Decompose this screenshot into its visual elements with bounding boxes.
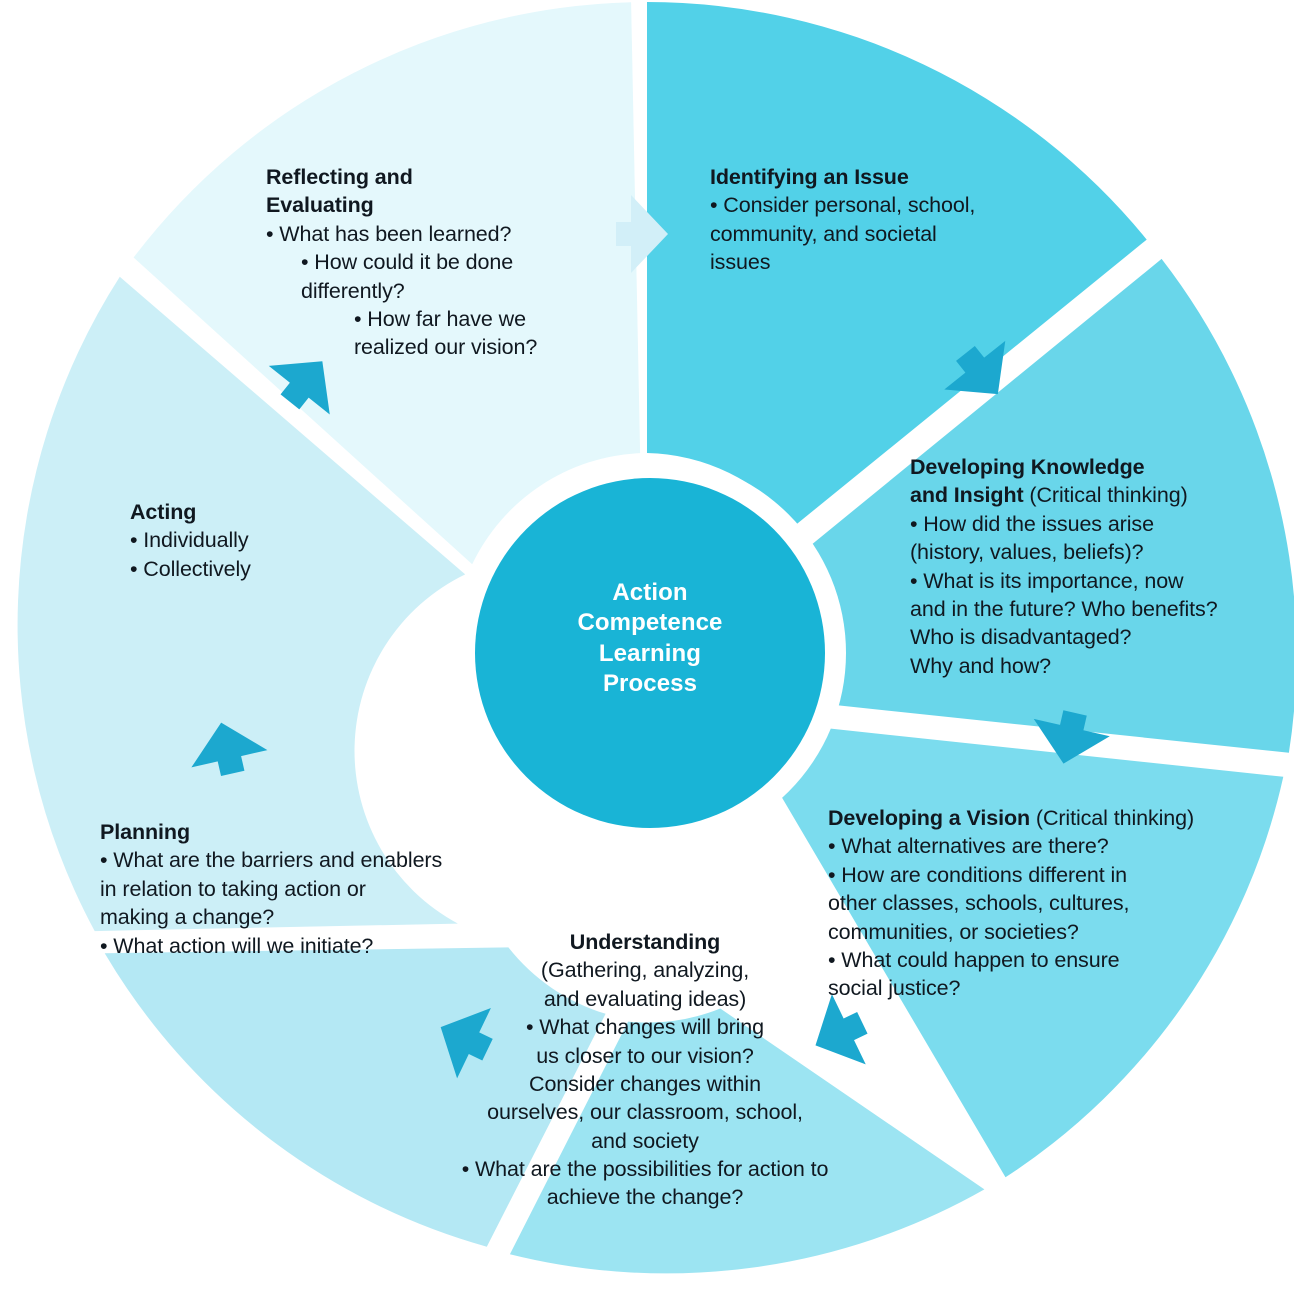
sector-label-identifying: Identifying an Issue • Consider personal… xyxy=(710,163,1060,277)
arrow-identifying-to-knowledge xyxy=(944,340,1006,395)
center-line-2: Competence xyxy=(577,609,723,637)
sector-line: • What has been learned? xyxy=(266,221,512,246)
sector-line: Why and how? xyxy=(910,653,1052,678)
sector-heading-vision-suffix: (Critical thinking) xyxy=(1030,806,1195,830)
sector-label-knowledge: Developing Knowledge and Insight (Critic… xyxy=(910,453,1294,680)
sector-heading-vision: Developing a Vision xyxy=(828,806,1031,830)
sector-identifying[interactable] xyxy=(647,2,1147,526)
center-line-1: Action xyxy=(612,579,688,606)
sector-line: Who is disadvantaged? xyxy=(910,625,1132,650)
sector-line: achieve the change? xyxy=(546,1185,744,1210)
sector-line: • How are conditions different in xyxy=(828,862,1128,887)
arrow-acting-to-reflecting xyxy=(268,361,330,415)
sector-line: communities, or societies? xyxy=(828,919,1079,944)
sector-line: in relation to taking action or xyxy=(100,876,366,901)
sector-line: • What is its importance, now xyxy=(910,568,1184,593)
sector-acting[interactable] xyxy=(17,276,466,932)
sector-line: (history, values, beliefs)? xyxy=(910,540,1144,565)
sector-group xyxy=(17,2,1294,1274)
sector-reflecting[interactable] xyxy=(133,2,641,565)
sector-heading-acting: Acting xyxy=(130,500,197,524)
sector-heading-planning: Planning xyxy=(100,820,190,844)
sector-line: realized our vision? xyxy=(354,335,538,360)
sector-line: social justice? xyxy=(828,976,961,1001)
sector-vision[interactable] xyxy=(778,727,1284,1178)
sector-line: issues xyxy=(710,250,771,275)
sector-line: • How could it be done xyxy=(301,250,514,275)
sector-label-reflecting: Reflecting and Evaluating • What has bee… xyxy=(266,163,636,362)
sector-line: and in the future? Who benefits? xyxy=(910,596,1218,621)
sector-heading-knowledge-suffix: (Critical thinking) xyxy=(1023,483,1188,508)
sector-line: • What action will we initiate? xyxy=(100,933,374,958)
sector-line: community, and societal xyxy=(710,221,937,246)
arrow-reflecting-to-identifying xyxy=(616,195,668,273)
sector-line: • How did the issues arise xyxy=(910,511,1154,536)
sector-line: • What alternatives are there? xyxy=(828,834,1109,859)
sector-line: making a change? xyxy=(100,905,275,930)
sector-line: other classes, schools, cultures, xyxy=(828,891,1130,916)
sector-line: and society xyxy=(591,1128,699,1153)
sector-line: and evaluating ideas) xyxy=(543,986,747,1011)
sector-line: • How far have we xyxy=(354,306,526,331)
sector-understanding[interactable] xyxy=(509,1008,985,1274)
sector-label-understanding: Understanding (Gathering, analyzing, and… xyxy=(425,928,865,1212)
arrow-group xyxy=(191,195,1110,1079)
sector-heading-knowledge-line1: Developing Knowledge xyxy=(910,455,1145,479)
sector-heading-reflecting-line1: Reflecting and xyxy=(266,165,413,189)
sector-line: us closer to our vision? xyxy=(536,1043,754,1068)
sector-label-vision: Developing a Vision (Critical thinking) … xyxy=(828,804,1268,1003)
center-line-4: Process xyxy=(602,670,698,698)
sector-line: • Collectively xyxy=(130,556,251,581)
arrow-knowledge-to-vision xyxy=(1033,710,1110,764)
sector-heading-reflecting-line2: Evaluating xyxy=(266,193,374,218)
sector-label-acting: Acting • Individually • Collectively xyxy=(130,498,430,583)
sector-line: • What could happen to ensure xyxy=(828,947,1120,972)
sector-line: differently? xyxy=(301,278,405,303)
sector-knowledge[interactable] xyxy=(798,258,1294,753)
sector-line: • What are the barriers and enablers xyxy=(100,848,443,873)
sector-label-planning: Planning • What are the barriers and ena… xyxy=(100,818,520,960)
arrow-understanding-to-planning xyxy=(440,1008,493,1079)
sector-heading-identifying: Identifying an Issue xyxy=(710,165,909,189)
sector-line: ourselves, our classroom, school, xyxy=(487,1100,803,1125)
sector-heading-knowledge-line2: and Insight xyxy=(910,483,1024,508)
center-line-3: Learning xyxy=(598,639,702,667)
sector-heading-understanding: Understanding xyxy=(569,930,721,954)
center-circle[interactable] xyxy=(475,478,825,828)
sector-line: Consider changes within xyxy=(529,1071,761,1096)
sector-line: • Consider personal, school, xyxy=(710,193,976,218)
sector-line: • Individually xyxy=(130,528,249,553)
arrow-planning-to-acting xyxy=(191,722,268,777)
center-title: Action Competence Learning Process xyxy=(497,578,803,700)
sector-line: • What are the possibilities for action … xyxy=(461,1157,829,1181)
sector-line: (Gathering, analyzing, xyxy=(540,958,750,983)
sector-line: • What changes will bring xyxy=(525,1015,765,1040)
arrow-vision-to-understanding xyxy=(815,994,868,1065)
